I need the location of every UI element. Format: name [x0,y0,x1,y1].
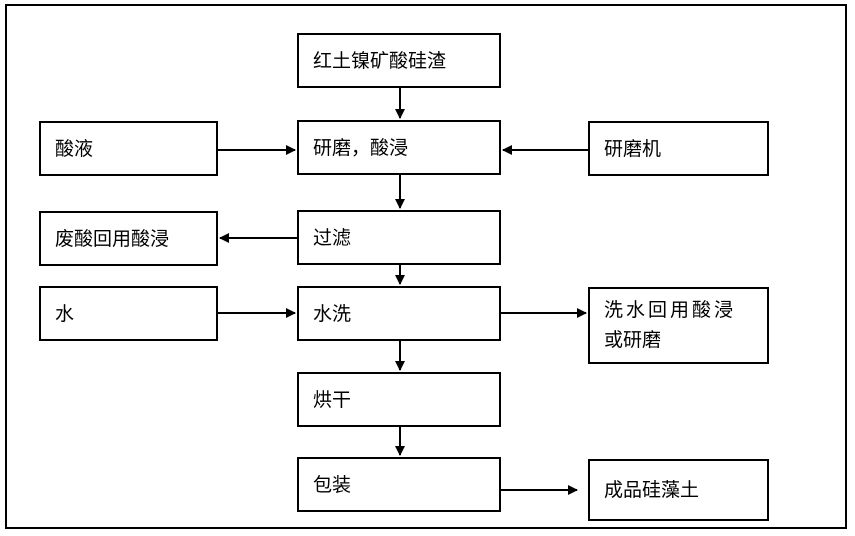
flow-arrows [0,0,855,536]
